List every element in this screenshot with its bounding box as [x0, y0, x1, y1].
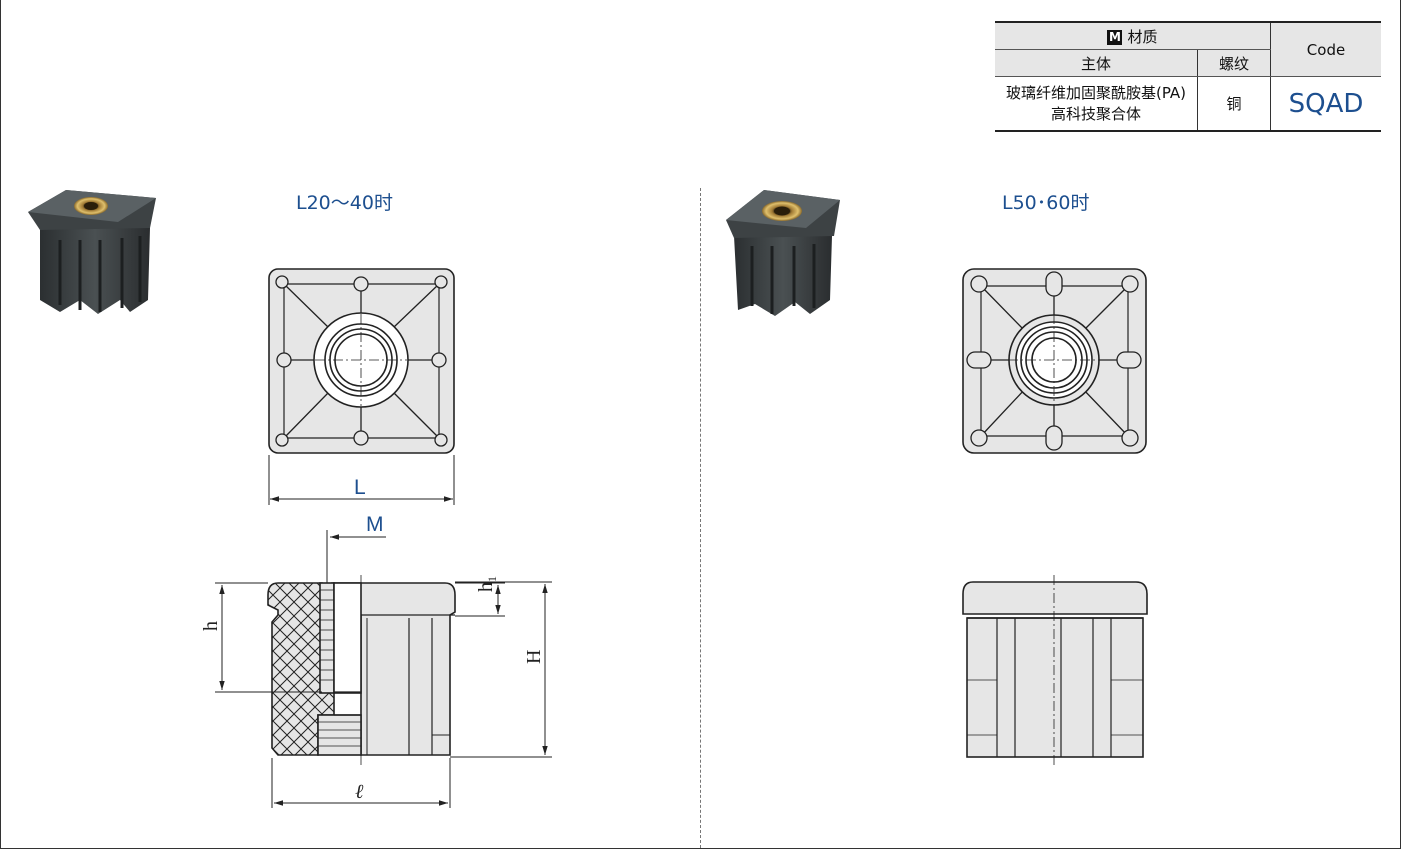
dim-label-L: L: [354, 476, 366, 499]
dimension-L: [268, 455, 455, 505]
right-side-view: [962, 575, 1148, 765]
center-divider: [700, 188, 701, 848]
right-product-photo: [726, 190, 840, 316]
dim-label-h1: h1: [475, 576, 499, 592]
body-material-line2: 高科技聚合体: [1050, 104, 1141, 123]
dimension-h: [215, 582, 322, 693]
left-product-photo: [28, 190, 156, 314]
dim-label-h: h: [200, 621, 222, 631]
left-variant-label: L20～40时: [296, 192, 393, 214]
body-material-line1: 玻璃纤维加固聚酰胺基(PA): [1005, 83, 1187, 102]
dim-label-h1-sub: 1: [485, 576, 499, 582]
dim-label-M: M: [366, 513, 384, 536]
dim-label-h1-main: h: [475, 582, 497, 592]
body-header: 主体: [995, 49, 1198, 77]
dimension-l: [271, 758, 451, 808]
code-header: Code: [1270, 21, 1381, 77]
right-variant-label: L50･60时: [1002, 192, 1090, 214]
material-header: 材质: [1127, 27, 1158, 46]
material-table-row: 玻璃纤维加固聚酰胺基(PA) 高科技聚合体 铜 SQAD: [995, 76, 1381, 132]
right-top-view: [962, 268, 1147, 454]
dimension-H: [450, 581, 552, 758]
dimension-h1: [455, 582, 505, 617]
code-value: SQAD: [1270, 76, 1381, 132]
thread-material: 铜: [1197, 76, 1271, 132]
material-table-subheader-row: 主体 螺纹: [995, 49, 1381, 77]
thread-header: 螺纹: [1197, 49, 1271, 77]
body-material-cell: 玻璃纤维加固聚酰胺基(PA) 高科技聚合体: [995, 76, 1198, 132]
dim-label-l: ℓ: [355, 781, 364, 803]
left-side-view: [267, 575, 456, 765]
material-badge: M: [1107, 29, 1123, 45]
dimension-M: [326, 530, 386, 583]
left-top-view: [268, 268, 455, 454]
dim-label-H: H: [523, 650, 545, 664]
